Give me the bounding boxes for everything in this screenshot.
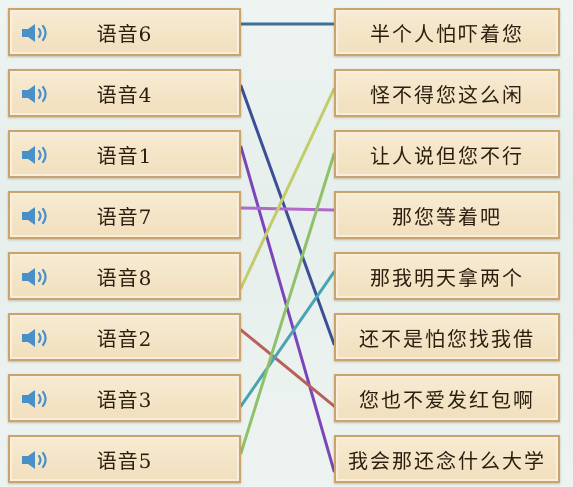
speaker-icon xyxy=(22,85,47,103)
voice-label: 语音1 xyxy=(96,143,153,168)
phrase-label: 我会那还念什么大学 xyxy=(348,448,546,473)
phrase-label: 您也不爱发红包啊 xyxy=(359,387,535,412)
phrase-card[interactable]: 您也不爱发红包啊 xyxy=(334,374,560,422)
speaker-icon xyxy=(22,207,47,225)
voice-label: 语音6 xyxy=(96,21,153,46)
connection-line xyxy=(239,87,336,290)
phrase-label: 半个人怕吓着您 xyxy=(370,21,524,46)
voice-label: 语音4 xyxy=(96,82,153,107)
phrase-label: 让人说但您不行 xyxy=(370,143,524,168)
phrase-label: 那我明天拿两个 xyxy=(370,265,524,290)
phrase-card[interactable]: 半个人怕吓着您 xyxy=(334,8,560,56)
voice-label: 语音2 xyxy=(96,326,153,351)
voice-card-6[interactable]: 语音6 xyxy=(8,8,241,56)
voice-label: 语音5 xyxy=(96,448,153,473)
phrase-label: 怪不得您这么闲 xyxy=(370,82,524,107)
phrase-card[interactable]: 怪不得您这么闲 xyxy=(334,69,560,117)
speaker-icon xyxy=(22,146,47,164)
speaker-icon xyxy=(22,451,47,469)
speaker-icon xyxy=(22,329,47,347)
voice-card-3[interactable]: 语音3 xyxy=(8,374,241,422)
phrase-card[interactable]: 那您等着吧 xyxy=(334,191,560,239)
connection-line xyxy=(239,84,336,346)
phrase-card[interactable]: 那我明天拿两个 xyxy=(334,252,560,300)
connection-line xyxy=(239,206,336,212)
voice-card-1[interactable]: 语音1 xyxy=(8,130,241,178)
voice-label: 语音3 xyxy=(96,387,153,412)
phrase-label: 还不是怕您找我借 xyxy=(359,326,535,351)
phrase-label: 那您等着吧 xyxy=(392,204,502,229)
speaker-icon xyxy=(22,390,47,408)
voice-label: 语音7 xyxy=(96,204,153,229)
voice-card-5[interactable]: 语音5 xyxy=(8,435,241,483)
connection-line xyxy=(239,328,336,408)
connection-line xyxy=(239,270,336,408)
speaker-icon xyxy=(22,268,47,286)
speaker-icon xyxy=(22,24,47,42)
voice-card-8[interactable]: 语音8 xyxy=(8,252,241,300)
voice-card-2[interactable]: 语音2 xyxy=(8,313,241,361)
connection-line xyxy=(239,152,336,455)
phrase-card[interactable]: 我会那还念什么大学 xyxy=(334,435,560,483)
phrase-card[interactable]: 让人说但您不行 xyxy=(334,130,560,178)
voice-card-4[interactable]: 语音4 xyxy=(8,69,241,117)
voice-card-7[interactable]: 语音7 xyxy=(8,191,241,239)
voice-label: 语音8 xyxy=(96,265,153,290)
connection-line xyxy=(239,145,336,473)
phrase-card[interactable]: 还不是怕您找我借 xyxy=(334,313,560,361)
